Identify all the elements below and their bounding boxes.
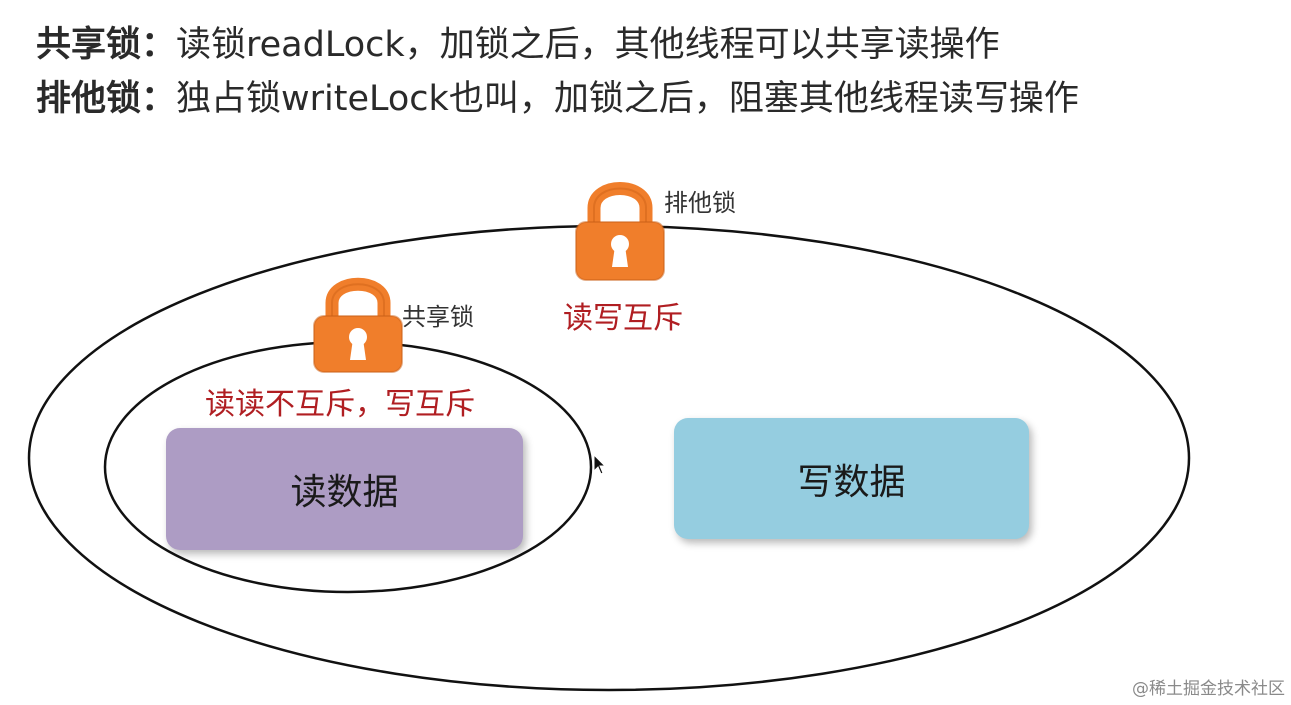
watermark: @稀土掘金技术社区 bbox=[1132, 679, 1285, 699]
exclusive-lock-term: 排他锁： bbox=[36, 79, 177, 119]
write-data-box: 写数据 bbox=[674, 418, 1029, 539]
shared-lock-padlock-icon bbox=[313, 277, 403, 373]
mouse-cursor-icon bbox=[593, 454, 607, 475]
shared-lock-definition: 共享锁：读锁readLock，加锁之后，其他线程可以共享读操作 bbox=[36, 22, 1000, 68]
shared-lock-rule-note: 读读不互斥，写互斥 bbox=[205, 387, 475, 422]
read-data-label: 读数据 bbox=[290, 472, 399, 513]
shared-lock-label: 共享锁 bbox=[402, 303, 474, 331]
read-data-box: 读数据 bbox=[166, 428, 523, 550]
shared-lock-description: 读锁readLock，加锁之后，其他线程可以共享读操作 bbox=[176, 25, 1000, 65]
shared-lock-term: 共享锁： bbox=[36, 25, 177, 65]
exclusive-lock-description: 独占锁writeLock也叫，加锁之后，阻塞其他线程读写操作 bbox=[176, 79, 1079, 119]
exclusive-lock-label: 排他锁 bbox=[664, 189, 736, 217]
exclusive-lock-padlock-icon bbox=[575, 182, 665, 281]
exclusive-lock-definition: 排他锁：独占锁writeLock也叫，加锁之后，阻塞其他线程读写操作 bbox=[36, 76, 1079, 122]
write-data-label: 写数据 bbox=[797, 461, 906, 503]
read-write-mutex-note: 读写互斥 bbox=[563, 301, 683, 336]
